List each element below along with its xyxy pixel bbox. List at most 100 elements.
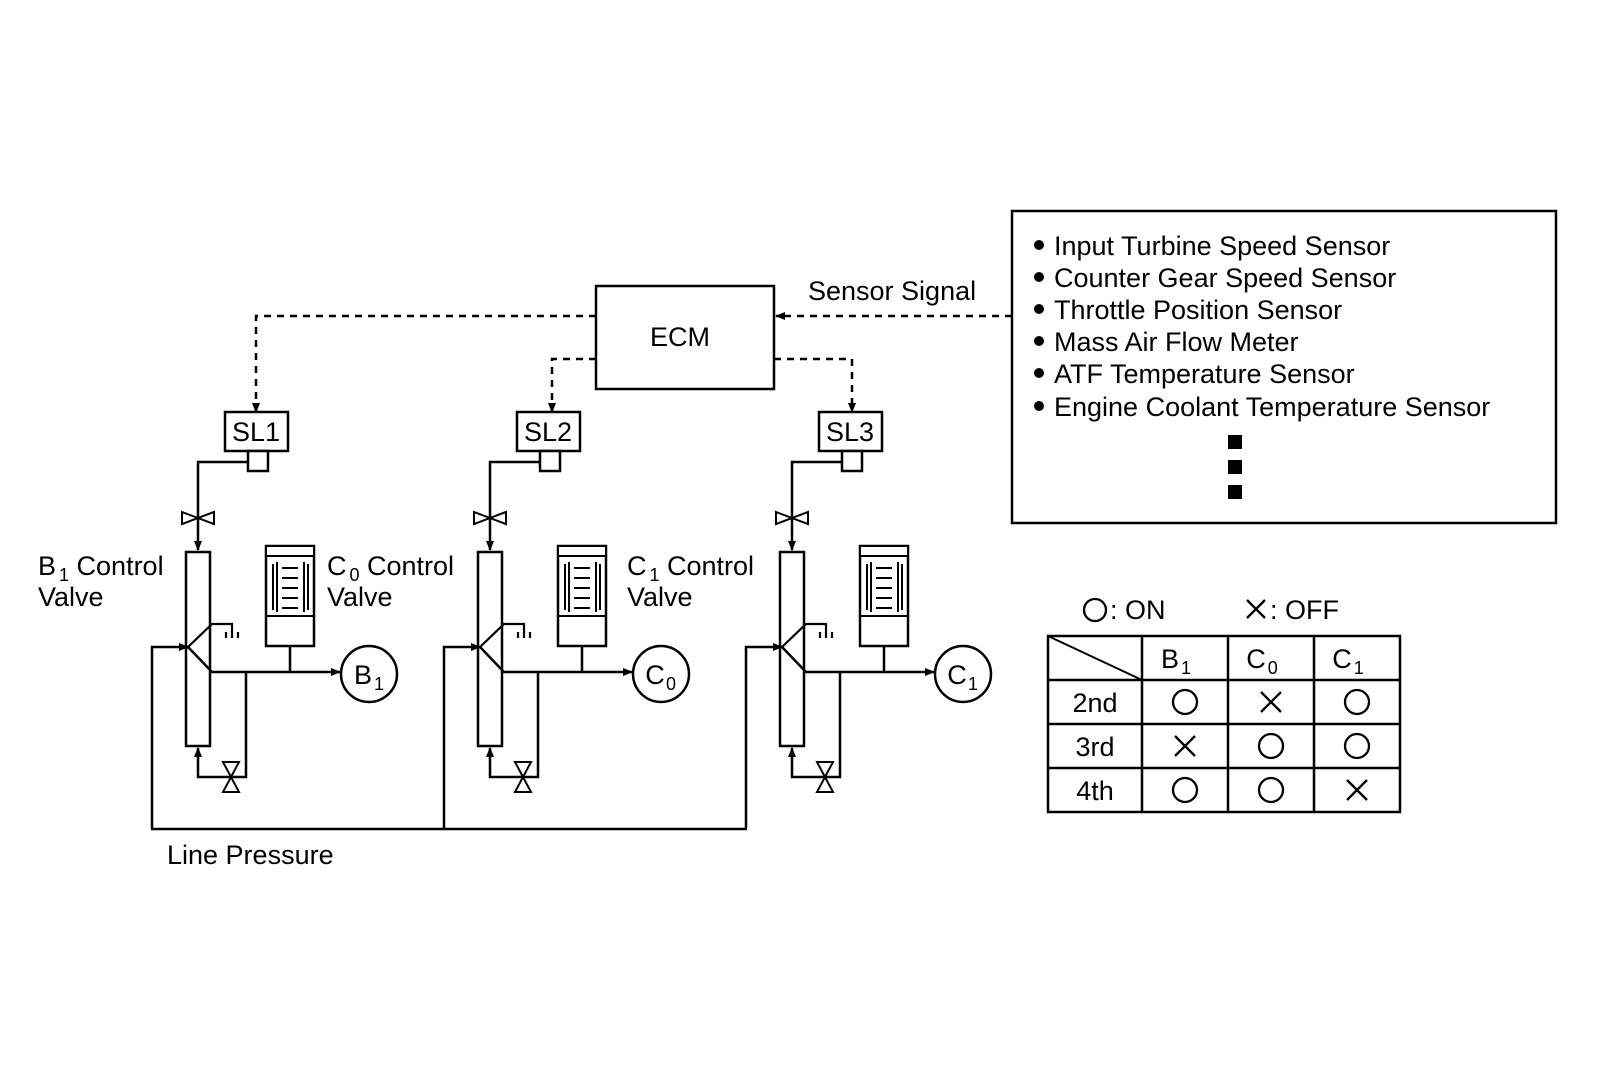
ecm-label: ECM — [650, 322, 710, 352]
on-symbol-icon — [1257, 732, 1285, 760]
on-symbol-icon — [1343, 732, 1371, 760]
bullet-icon — [1034, 272, 1044, 282]
solenoid-label: SL3 — [826, 417, 874, 447]
bullet-icon — [1034, 336, 1044, 346]
solenoid-box — [515, 410, 582, 453]
output-letter: C — [947, 660, 967, 690]
off-symbol-icon — [1246, 599, 1266, 619]
orifice-valve-icon — [815, 761, 835, 793]
legend-off-label: : OFF — [1270, 595, 1339, 625]
valve-spool-lower — [479, 646, 633, 676]
valve-spool-upper — [781, 622, 834, 648]
bowtie-valve-icon — [181, 510, 215, 526]
off-symbol-icon — [1346, 779, 1368, 801]
control-valve-body — [476, 550, 504, 748]
valve-label-line2: Valve — [627, 582, 693, 612]
valve-spool-upper — [479, 622, 532, 648]
output-subscript: 1 — [374, 674, 384, 694]
table-row-label: 4th — [1076, 776, 1114, 806]
solenoid-plug — [840, 449, 864, 473]
bullet-icon — [1034, 304, 1044, 314]
valve-spool-upper — [187, 622, 240, 648]
legend-on-label: : ON — [1110, 595, 1166, 625]
feedback-line — [486, 672, 540, 779]
solenoid-label: SL2 — [524, 417, 572, 447]
ecm-box — [594, 284, 776, 391]
table-corner-diagonal — [1047, 635, 1143, 681]
output-element — [933, 644, 993, 704]
solenoid-box — [817, 410, 884, 453]
on-symbol-icon — [1082, 597, 1108, 623]
signal-pipe — [788, 460, 842, 551]
output-letter: B — [354, 660, 372, 690]
valve-spool-lower — [781, 646, 935, 676]
table-row-label: 3rd — [1075, 732, 1114, 762]
sensor-list-item: Counter Gear Speed Sensor — [1054, 263, 1396, 293]
output-letter: C — [645, 660, 665, 690]
accumulator-spring-icon — [860, 562, 908, 617]
table-row-label: 2nd — [1072, 688, 1117, 718]
bullet-icon — [1034, 368, 1044, 378]
feedback-line — [194, 672, 248, 779]
orifice-valve-icon — [513, 761, 533, 793]
solenoid-label: SL1 — [232, 417, 280, 447]
accumulator-piston — [557, 545, 607, 557]
accumulator-spring-icon — [558, 562, 606, 617]
ecm-to-sl2-line — [548, 357, 596, 413]
on-symbol-icon — [1171, 776, 1199, 804]
sensor-list-item: Throttle Position Sensor — [1054, 295, 1342, 325]
valve-label-line2: Valve — [38, 582, 104, 612]
valve-spool-lower — [187, 646, 341, 676]
output-subscript: 1 — [968, 674, 978, 694]
on-symbol-icon — [1343, 688, 1371, 716]
sensor-signal-label: Sensor Signal — [808, 276, 976, 306]
table-cells — [1171, 688, 1371, 804]
output-element — [339, 644, 399, 704]
orifice-valve-icon — [221, 761, 241, 793]
accumulator-spring-icon — [266, 562, 314, 617]
table-grid — [1048, 636, 1400, 812]
line-pressure-inlet — [150, 643, 189, 829]
on-symbol-icon — [1257, 776, 1285, 804]
bullet-icon — [1034, 240, 1044, 250]
bowtie-valve-icon — [473, 510, 507, 526]
bowtie-valve-icon — [775, 510, 809, 526]
off-symbol-icon — [1260, 691, 1282, 713]
valve-label-line2: Valve — [327, 582, 393, 612]
solenoid-plug — [538, 449, 562, 473]
ellipsis-square-icon — [1228, 485, 1242, 499]
accumulator-piston — [265, 545, 315, 557]
sensor-list-item: Engine Coolant Temperature Sensor — [1054, 392, 1490, 422]
accumulator-piston — [859, 545, 909, 557]
ecm-to-sl1-line — [252, 314, 596, 413]
ecm-to-sl3-line — [774, 357, 856, 413]
signal-pipe — [486, 460, 540, 551]
on-symbol-icon — [1171, 688, 1199, 716]
solenoid-plug — [246, 449, 270, 473]
sensor-list: Input Turbine Speed Sensor Counter Gear … — [1034, 231, 1490, 499]
ellipsis-square-icon — [1228, 460, 1242, 474]
sensor-list-item: Mass Air Flow Meter — [1054, 327, 1299, 357]
line-pressure-label: Line Pressure — [167, 840, 334, 870]
line-pressure-inlet — [744, 643, 783, 829]
output-element — [631, 644, 691, 704]
line-pressure-inlet — [442, 643, 481, 829]
output-subscript: 0 — [666, 674, 676, 694]
sensor-list-item: ATF Temperature Sensor — [1054, 359, 1355, 389]
sensor-list-box — [1010, 209, 1558, 525]
feedback-line — [788, 672, 842, 779]
ellipsis-square-icon — [1228, 435, 1242, 449]
